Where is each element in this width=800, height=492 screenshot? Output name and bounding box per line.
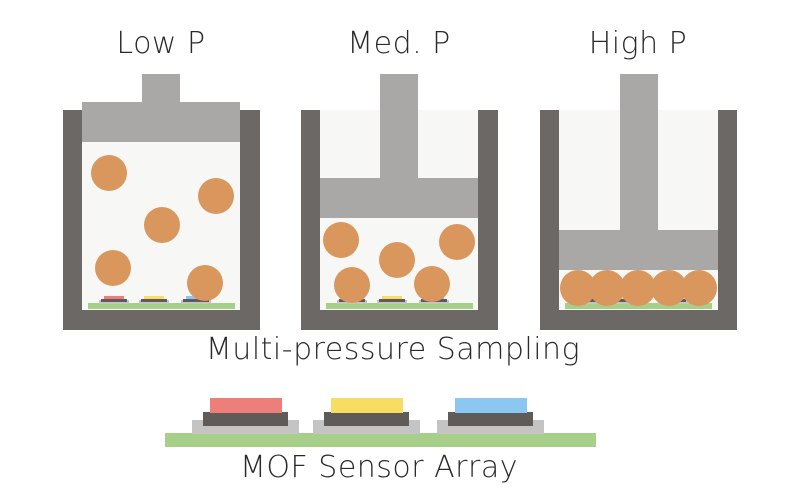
piston-head [559,230,718,270]
cylinder-wall [63,110,260,330]
sensor-blue [437,398,544,434]
mini-sensor-body [379,299,405,302]
sensor-body [448,412,533,426]
cylinder-wall [301,110,498,330]
label-low-pressure: Low P [116,26,206,61]
gas-molecule [187,265,223,301]
gas-molecule [379,242,415,278]
gas-molecule [439,224,475,260]
label-medium-pressure: Med. P [347,26,451,61]
mini-sensor-body [101,299,127,302]
mini-substrate [565,303,712,309]
sensor-body [324,412,409,426]
mini-sensor-body [183,299,209,302]
gas-molecule [560,270,596,306]
cylinder-high-pressure [540,74,737,330]
mini-sensor-body [578,299,604,302]
gas-molecule [651,270,687,306]
gas-molecule [198,178,234,214]
sensor-substrate [165,433,596,447]
sensor-yellow [313,398,420,434]
piston-rod [380,74,418,180]
gas-molecule [91,155,127,191]
sensor-film-blue [455,398,527,413]
piston-head [320,178,478,218]
caption-mof-sensor-array: MOF Sensor Array [240,450,518,485]
gas-molecule [414,266,450,302]
label-high-pressure: High P [588,26,688,61]
gas-molecule [323,222,359,258]
cylinder-low-pressure [63,74,260,330]
cylinder-medium-pressure [301,74,498,330]
gas-molecule [681,270,717,306]
gas-molecule [589,270,625,306]
sensor-red [192,398,299,434]
mini-substrate [88,303,235,309]
mini-sensor-body [141,299,167,302]
gas-molecule [95,250,131,286]
gas-molecule [334,267,370,303]
caption-multi-pressure-sampling: Multi-pressure Sampling [205,332,581,367]
piston-rod [142,74,180,104]
mini-sensor-yellow [144,296,164,299]
mini-sensor-yellow [382,296,402,299]
gas-molecule [144,207,180,243]
mini-substrate [326,303,473,309]
sensor-film-yellow [331,398,403,413]
mini-sensor-array [88,296,235,309]
piston-rod [620,74,658,234]
sensor-body [203,412,288,426]
gas-molecule [620,270,656,306]
sensor-film-red [210,398,282,413]
mini-sensor-red [104,296,124,299]
mof-sensor-array [165,398,596,447]
piston-head [82,102,240,142]
